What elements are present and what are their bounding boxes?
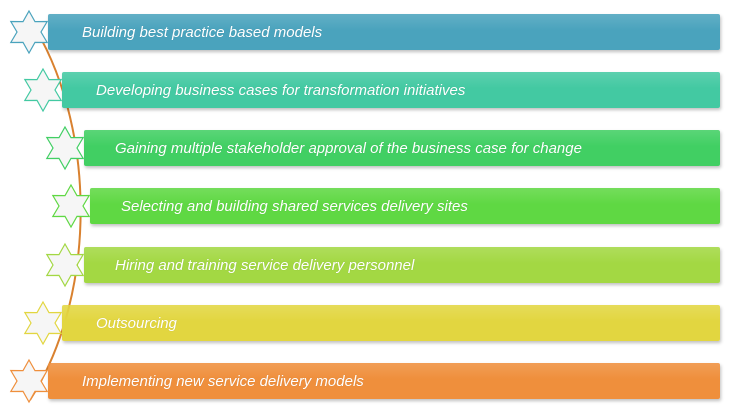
step-label-1: Building best practice based models [82, 23, 323, 41]
step-label-7: Implementing new service delivery models [82, 372, 364, 390]
step-bar-7: Implementing new service delivery models [48, 363, 720, 399]
star-icon [9, 358, 49, 404]
step-bar-4: Selecting and building shared services d… [90, 188, 720, 224]
star-icon [45, 242, 85, 288]
step-label-5: Hiring and training service delivery per… [115, 256, 415, 274]
step-bar-2: Developing business cases for transforma… [62, 72, 720, 108]
step-label-2: Developing business cases for transforma… [96, 81, 466, 99]
step-label-6: Outsourcing [96, 314, 177, 332]
star-icon [23, 67, 63, 113]
star-icon [23, 300, 63, 346]
star-icon [9, 9, 49, 55]
star-icon [51, 183, 91, 229]
step-bar-5: Hiring and training service delivery per… [84, 247, 720, 283]
step-label-4: Selecting and building shared services d… [121, 197, 468, 215]
star-icon [45, 125, 85, 171]
step-bar-1: Building best practice based models [48, 14, 720, 50]
step-bar-3: Gaining multiple stakeholder approval of… [84, 130, 720, 166]
step-bar-6: Outsourcing [62, 305, 720, 341]
step-label-3: Gaining multiple stakeholder approval of… [115, 139, 582, 157]
